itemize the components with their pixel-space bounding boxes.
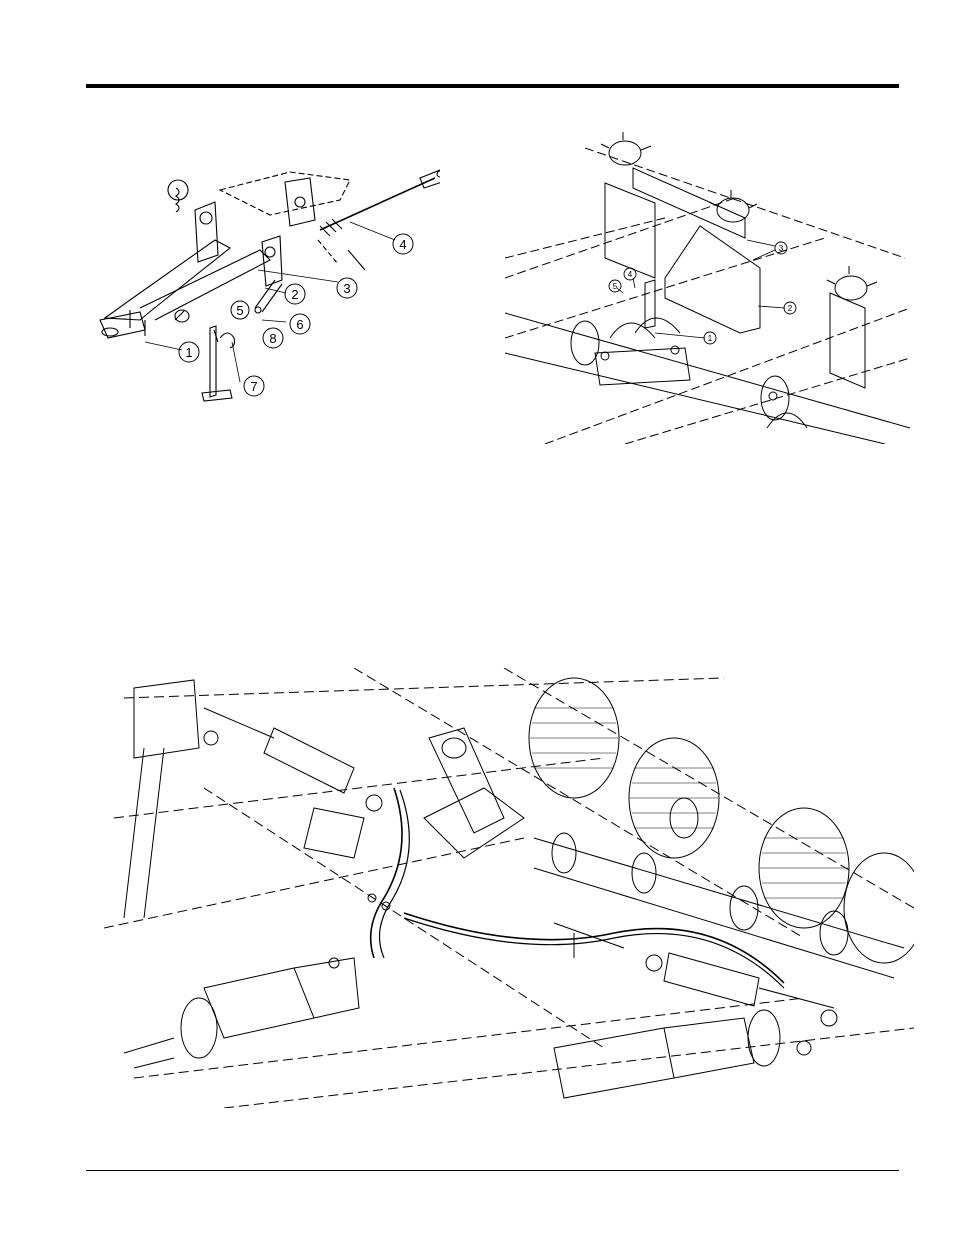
hitch-callout-2: 2 [291,287,298,302]
hitch-callout-4: 4 [399,237,406,252]
hitch-callout-8: 8 [269,331,276,346]
hydraulic-system-diagram [104,668,914,1108]
hitch-callout-6: 6 [296,317,303,332]
shield-callout-5: 5 [613,282,618,291]
shield-callout-4: 4 [628,270,633,279]
shield-callout-2: 2 [788,304,793,313]
shield-callout-1: 1 [708,334,713,343]
hitch-callout-3: 3 [343,281,350,296]
hitch-callout-1: 1 [185,345,192,360]
hitch-callout-7: 7 [250,379,257,394]
axle-shield-diagram: 1 2 3 4 5 [505,128,910,444]
shield-callout-3: 3 [779,244,784,253]
hitch-callout-5: 5 [236,303,243,318]
header-rule [86,84,899,88]
footer-rule [86,1170,899,1171]
hitch-assembly-diagram: 1 2 3 4 5 6 7 8 [90,160,440,420]
